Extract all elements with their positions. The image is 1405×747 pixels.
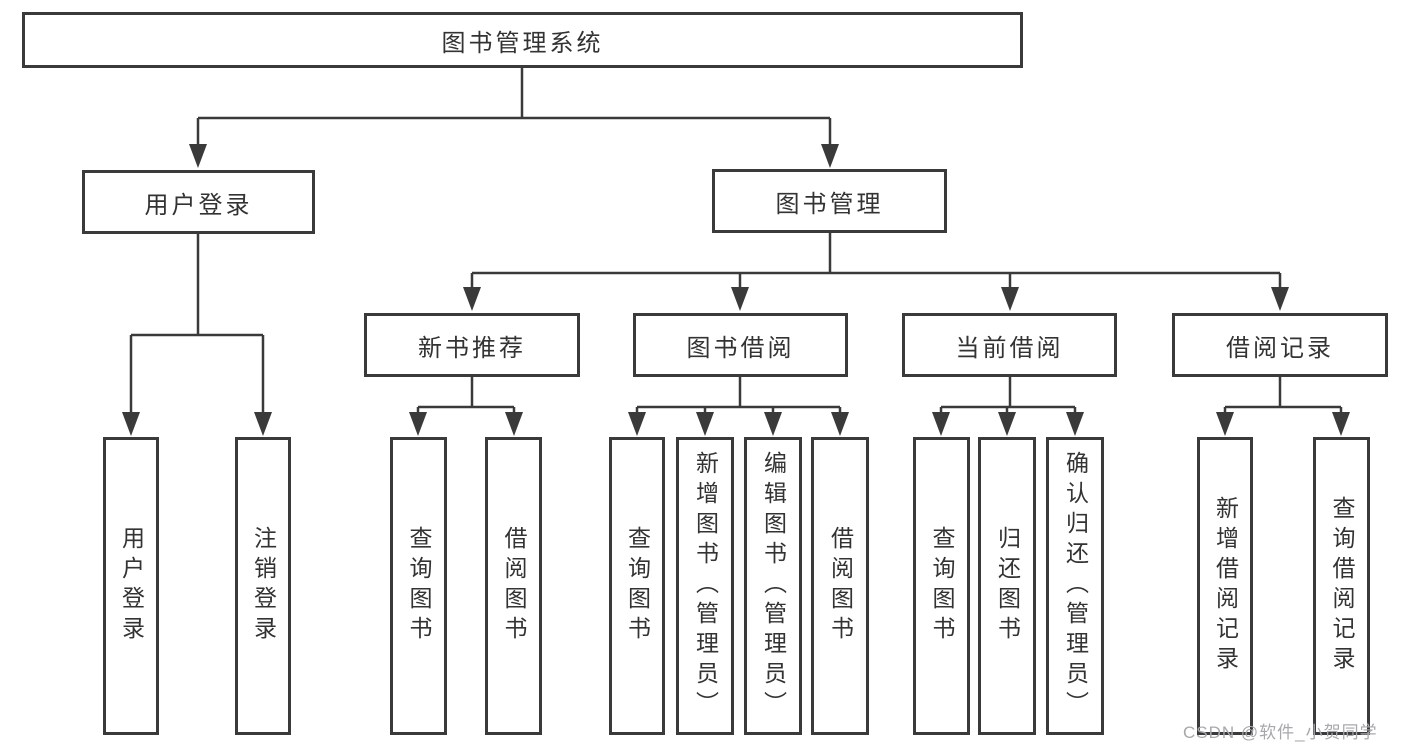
leaf-borrow-books-recommend: 借阅图书 [485,437,542,735]
leaf-borrow-books: 借阅图书 [811,437,869,735]
leaf-add-borrow-record: 新增借阅记录 [1197,437,1253,735]
node-current-borrow: 当前借阅 [902,313,1117,377]
csdn-watermark: CSDN @软件_小贺同学 [1183,723,1378,742]
node-book-borrow: 图书借阅 [633,313,848,377]
leaf-confirm-return-admin: 确认归还（管理员） [1046,437,1104,735]
leaf-query-books-borrow: 查询图书 [609,437,665,735]
leaf-add-books-admin: 新增图书（管理员） [676,437,734,735]
node-borrow-records: 借阅记录 [1172,313,1388,377]
leaf-query-books-current: 查询图书 [913,437,970,735]
leaf-user-login: 用户登录 [103,437,159,735]
leaf-query-books-recommend: 查询图书 [390,437,447,735]
leaf-edit-books-admin: 编辑图书（管理员） [744,437,802,735]
node-new-book-recommend: 新书推荐 [364,313,580,377]
leaf-logout: 注销登录 [235,437,291,735]
node-user-login: 用户登录 [82,170,315,234]
leaf-query-borrow-record: 查询借阅记录 [1313,437,1370,735]
node-book-management: 图书管理 [712,169,947,233]
node-library-management-system: 图书管理系统 [22,12,1023,68]
leaf-return-books: 归还图书 [978,437,1036,735]
